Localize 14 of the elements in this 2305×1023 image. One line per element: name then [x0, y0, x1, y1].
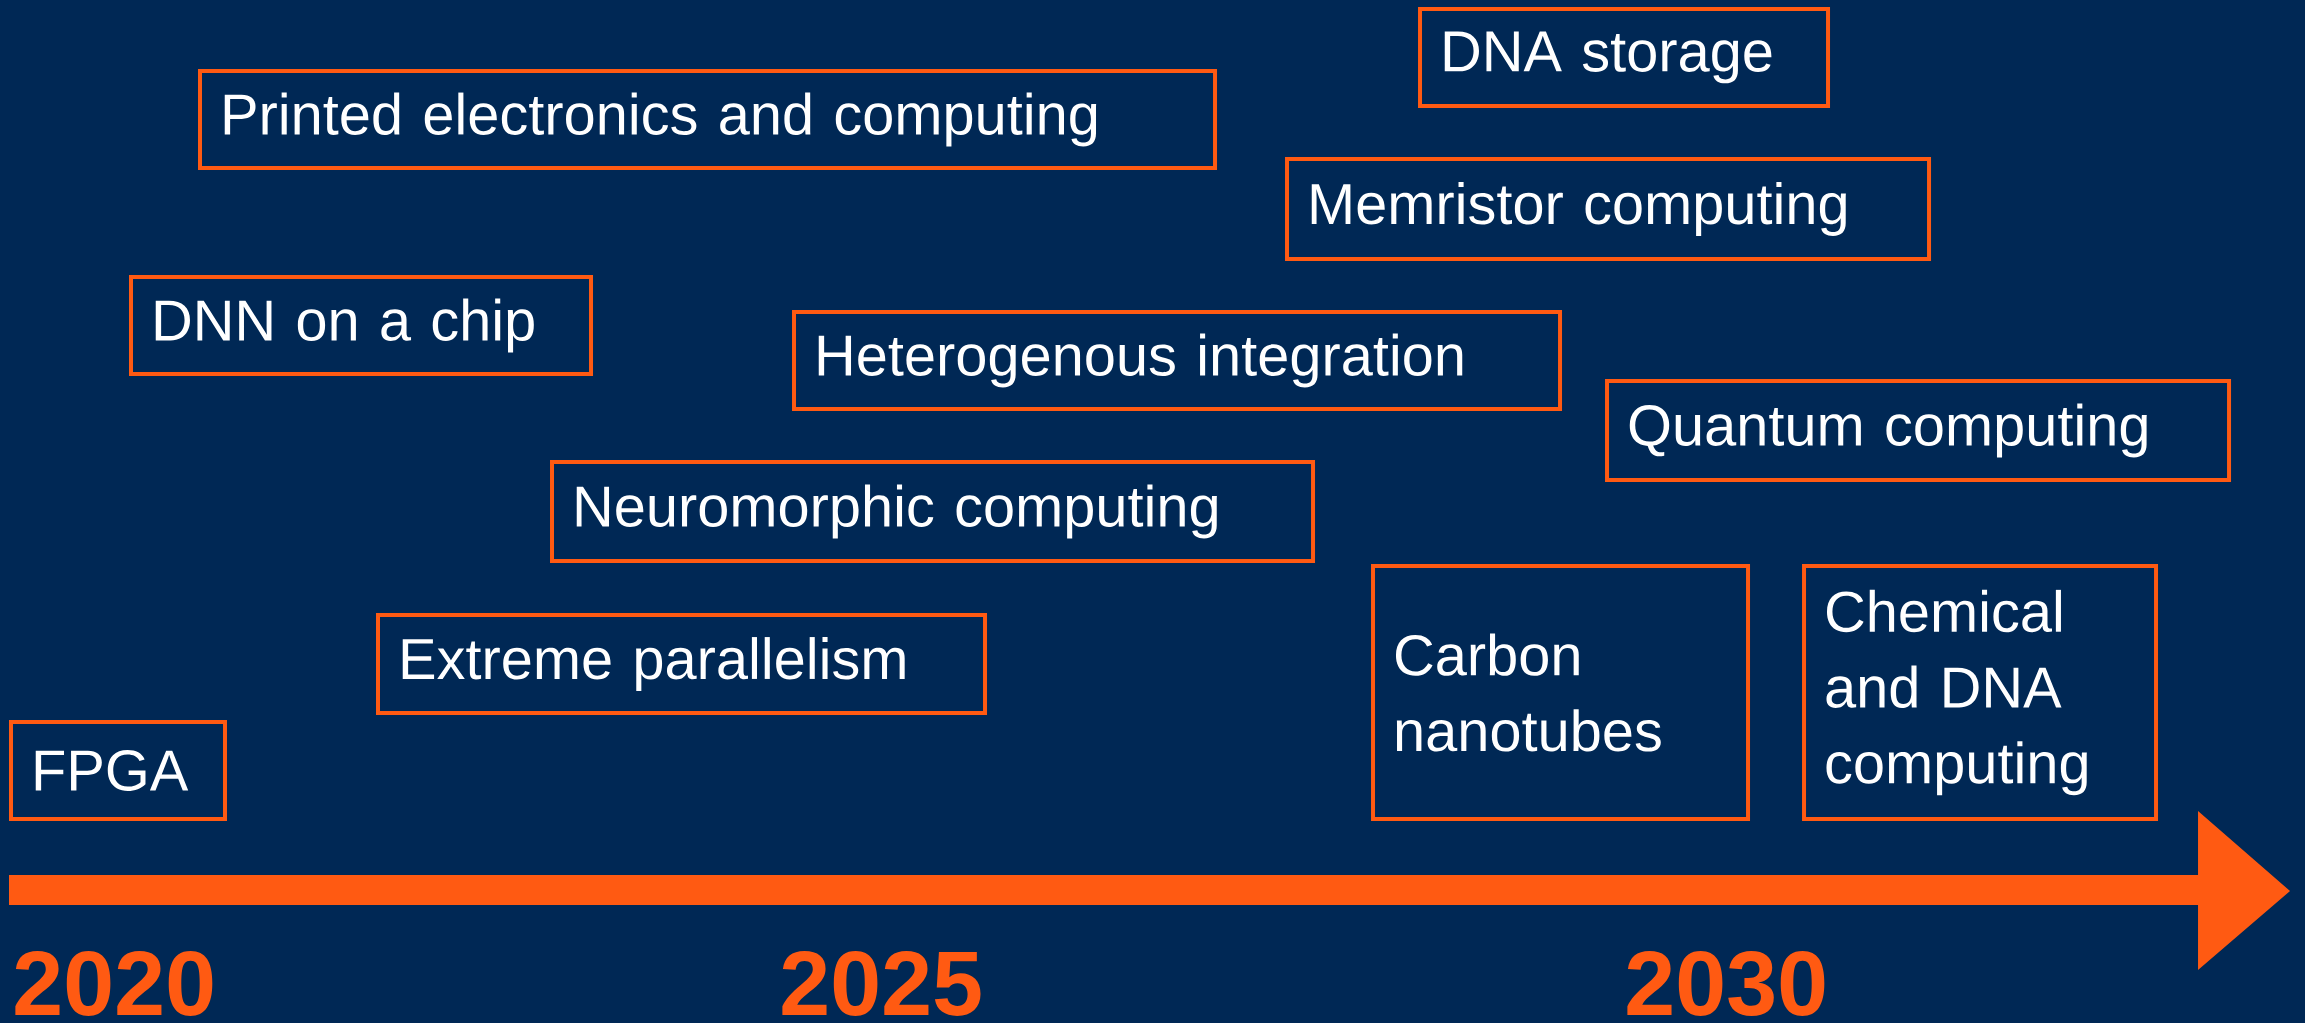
technology-box: FPGA: [9, 720, 227, 821]
technology-box: Extreme parallelism: [376, 613, 987, 715]
technology-box: Carbon nanotubes: [1371, 564, 1751, 821]
technology-box: Quantum computing: [1605, 379, 2232, 482]
technology-box: DNA storage: [1418, 7, 1831, 108]
technology-box: DNN on a chip: [129, 275, 593, 376]
technology-box: Printed electronics and computing: [198, 69, 1218, 170]
year-label: 2030: [1627, 951, 1825, 1017]
year-label: 2020: [15, 951, 213, 1016]
technology-box: Heterogenous integration: [792, 310, 1563, 411]
technology-box: Chemical and DNA computing: [1802, 564, 2159, 821]
technology-box: Neuromorphic computing: [550, 460, 1316, 563]
year-label: 2025: [782, 951, 981, 1016]
technology-box: Memristor computing: [1285, 157, 1932, 261]
